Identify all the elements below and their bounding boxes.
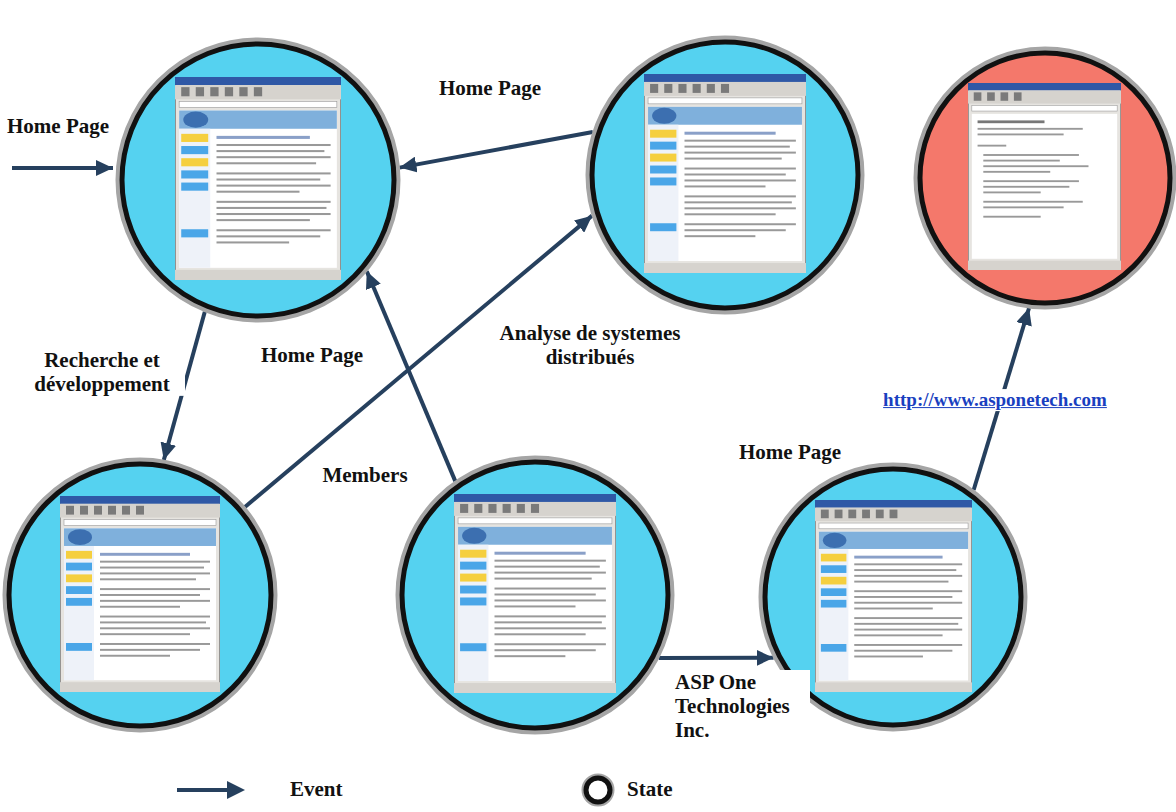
event-arrow [367, 271, 455, 481]
event-arrow [399, 132, 592, 168]
state-halo [5, 460, 275, 730]
state-halo [916, 49, 1174, 307]
state-outline [2, 457, 278, 733]
state-fill [402, 462, 668, 728]
state-outline [585, 35, 865, 315]
state-halo [588, 38, 862, 312]
entry-arrow [12, 166, 113, 170]
event-label: Home Page [4, 114, 112, 138]
state-fill [9, 464, 271, 726]
event-arrow [659, 656, 774, 660]
state-circle [395, 455, 675, 735]
state-circle [913, 46, 1176, 310]
page-screenshot [60, 496, 220, 692]
state-circle [115, 37, 401, 323]
state-fill [920, 53, 1170, 303]
link-label: http://www.asponetech.com [880, 389, 1110, 411]
event-label: Home Page [736, 440, 844, 464]
state-outline [395, 455, 675, 735]
state-halo [398, 458, 672, 732]
page-screenshot [644, 74, 806, 273]
legend-arrow [175, 772, 247, 808]
legend-circle [580, 772, 616, 808]
event-label: ASP One Technologies Inc. [672, 670, 810, 742]
state-outline [115, 37, 401, 323]
page-screenshot [968, 83, 1121, 270]
event-label: Analyse de systemes distribués [482, 321, 698, 369]
state-circle [2, 457, 278, 733]
page-screenshot [454, 494, 616, 693]
event-label: Home Page [258, 343, 366, 367]
state-halo [118, 40, 398, 320]
state-outline [913, 46, 1176, 310]
state-fill [592, 42, 858, 308]
page-screenshot [815, 500, 972, 692]
state-fill [122, 44, 394, 316]
legend-label: State [627, 777, 673, 802]
event-label: Home Page [436, 76, 544, 100]
event-label: Recherche et développement [19, 348, 185, 396]
event-label: Members [319, 463, 410, 487]
page-screenshot [175, 77, 341, 280]
state-circle [585, 35, 865, 315]
legend-label: Event [290, 777, 343, 802]
